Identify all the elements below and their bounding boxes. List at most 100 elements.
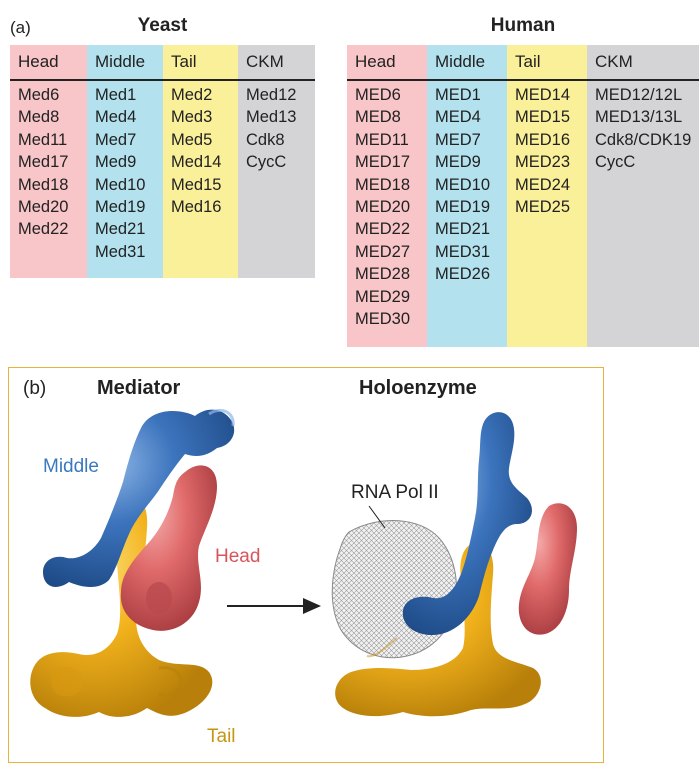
tail-label-text: Tail — [207, 726, 236, 747]
holo-middle-density — [402, 412, 532, 636]
list-item: MED8 — [355, 108, 401, 127]
yeast-tail-list: Med2 Med3 Med5 Med14 Med15 Med16 — [163, 79, 238, 218]
tail-label: Tail — [207, 726, 236, 747]
list-item: MED16 — [515, 130, 571, 149]
human-head-header: Head — [355, 52, 396, 71]
list-item: Med14 — [171, 153, 222, 172]
middle-label: Middle — [43, 456, 99, 477]
rna-pol-ii-label: RNA Pol II — [351, 482, 439, 503]
yeast-middle-column: Middle Med1 Med4 Med7 Med9 Med10 Med19 M… — [87, 45, 163, 278]
human-ckm-header: CKM — [595, 52, 633, 71]
list-item: Cdk8/CDK19 — [595, 130, 692, 149]
list-item: Med3 — [171, 108, 213, 127]
yeast-header-rule — [10, 79, 315, 81]
human-title: Human — [490, 15, 556, 36]
list-item: MED17 — [355, 153, 411, 172]
list-item: Med15 — [171, 175, 222, 194]
list-item: MED31 — [435, 242, 491, 261]
list-item: Med10 — [95, 175, 146, 194]
list-item: MED10 — [435, 175, 491, 194]
list-item: MED21 — [435, 220, 491, 239]
list-item: MED11 — [355, 130, 409, 149]
holo-head-density — [518, 503, 577, 635]
head-density — [120, 465, 217, 631]
list-item: Med22 — [18, 220, 69, 239]
head-label: Head — [215, 546, 260, 567]
list-item: Med1 — [95, 86, 137, 104]
list-item: Med2 — [171, 86, 213, 104]
list-item: Med8 — [18, 108, 60, 127]
list-item: Med20 — [18, 198, 69, 217]
list-item: MED26 — [435, 265, 491, 284]
list-item: Med19 — [95, 198, 146, 217]
list-item: MED15 — [515, 108, 571, 127]
yeast-tail-header: Tail — [171, 52, 197, 71]
yeast-ckm-column: CKM Med12 Med13 Cdk8 CycC — [238, 45, 315, 278]
panel-a-label: (a) — [10, 18, 31, 37]
yeast-middle-list: Med1 Med4 Med7 Med9 Med10 Med19 Med21 Me… — [87, 79, 163, 263]
panel-b-label: (b) — [23, 378, 47, 399]
human-tail-list: MED14 MED15 MED16 MED23 MED24 MED25 — [507, 79, 587, 218]
yeast-tail-column: Tail Med2 Med3 Med5 Med14 Med15 Med16 — [163, 45, 238, 278]
list-item: MED18 — [355, 175, 411, 194]
middle-label-text: Middle — [43, 456, 99, 477]
list-item: MED4 — [435, 108, 481, 127]
list-item: MED25 — [515, 198, 571, 217]
list-item: Med16 — [171, 198, 222, 217]
list-item: Med6 — [18, 86, 60, 104]
list-item: MED14 — [515, 86, 571, 104]
list-item: CycC — [595, 153, 636, 172]
list-item: MED29 — [355, 287, 411, 306]
human-header-rule — [347, 79, 699, 81]
list-item: Med11 — [18, 130, 68, 149]
list-item: MED27 — [355, 242, 411, 261]
human-tail-column: Tail MED14 MED15 MED16 MED23 MED24 MED25 — [507, 45, 587, 347]
holoenzyme-title: Holoenzyme — [359, 377, 477, 399]
head-label-text: Head — [215, 546, 260, 567]
yeast-ckm-header: CKM — [246, 52, 284, 71]
list-item: MED7 — [435, 130, 481, 149]
mediator-title: Mediator — [97, 377, 181, 399]
list-item: Med7 — [95, 130, 137, 149]
human-head-column: Head MED6 MED8 MED11 MED17 MED18 MED20 M… — [347, 45, 427, 347]
structure-illustration: Middle Head Tail RNA Pol II — [30, 409, 577, 747]
list-item: Med4 — [95, 108, 137, 127]
list-item: Med5 — [171, 130, 213, 149]
yeast-middle-header: Middle — [95, 52, 146, 71]
yeast-title: Yeast — [137, 15, 188, 36]
list-item: Med18 — [18, 175, 69, 194]
list-item: MED12/12L — [595, 86, 683, 104]
list-item: Med21 — [95, 220, 146, 239]
list-item: MED22 — [355, 220, 411, 239]
list-item: MED24 — [515, 175, 571, 194]
human-middle-column: Middle MED1 MED4 MED7 MED9 MED10 MED19 M… — [427, 45, 507, 347]
human-head-list: MED6 MED8 MED11 MED17 MED18 MED20 MED22 … — [347, 79, 427, 330]
list-item: MED20 — [355, 198, 411, 217]
list-item: MED6 — [355, 86, 401, 104]
mediator-model: Middle Head Tail — [30, 409, 260, 747]
holo-tail-density — [335, 542, 541, 717]
rna-pol-ii-density — [331, 520, 457, 659]
list-item: MED23 — [515, 153, 571, 172]
yeast-head-list: Med6 Med8 Med11 Med17 Med18 Med20 Med22 — [10, 79, 87, 241]
list-item: Med13 — [246, 108, 297, 127]
holoenzyme-model: RNA Pol II — [331, 412, 577, 717]
list-item: Med9 — [95, 153, 137, 172]
list-item: MED28 — [355, 265, 411, 284]
list-item: Cdk8 — [246, 130, 285, 149]
list-item: MED30 — [355, 310, 411, 329]
list-item: MED9 — [435, 153, 481, 172]
human-middle-header: Middle — [435, 52, 486, 71]
list-item: MED19 — [435, 198, 491, 217]
tail-density — [30, 496, 213, 717]
yeast-head-column: Head Med6 Med8 Med11 Med17 Med18 Med20 M… — [10, 45, 87, 278]
human-ckm-column: CKM MED12/12L MED13/13L Cdk8/CDK19 CycC — [587, 45, 699, 347]
human-tail-header: Tail — [515, 52, 541, 71]
yeast-head-header: Head — [18, 52, 59, 71]
human-middle-list: MED1 MED4 MED7 MED9 MED10 MED19 MED21 ME… — [427, 79, 507, 286]
yeast-ckm-list: Med12 Med13 Cdk8 CycC — [238, 79, 315, 174]
rna-pol-ii-leader-line — [368, 505, 386, 529]
list-item: CycC — [246, 153, 287, 172]
middle-density — [43, 409, 235, 587]
human-ckm-list: MED12/12L MED13/13L Cdk8/CDK19 CycC — [587, 79, 699, 174]
